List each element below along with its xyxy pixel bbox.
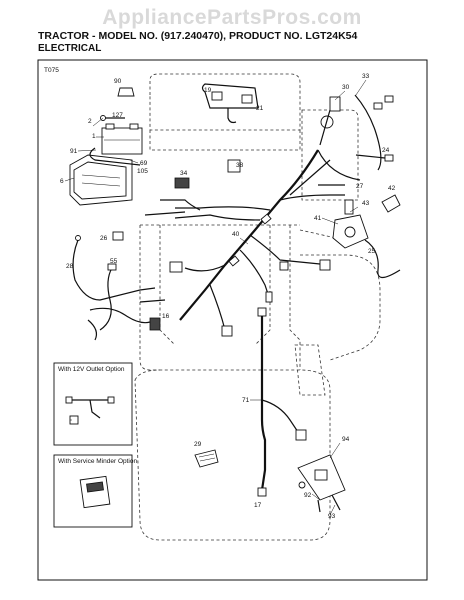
- label-38: 38: [236, 162, 244, 169]
- label-69: 69: [140, 160, 148, 167]
- inset-outlet-title: With 12V Outlet Option: [58, 366, 125, 373]
- label-19: 19: [204, 87, 212, 94]
- label-6: 6: [60, 178, 64, 185]
- label-29: 29: [194, 441, 202, 448]
- watermark-text: AppliancePartsPros.com: [102, 6, 362, 29]
- label-30: 30: [342, 84, 350, 91]
- label-26: 26: [100, 235, 108, 242]
- part-94-icon: [297, 454, 346, 501]
- section-title: ELECTRICAL: [38, 43, 102, 54]
- part-71-icon: [257, 307, 307, 497]
- label-27: 27: [356, 183, 364, 190]
- label-90: 90: [114, 78, 122, 85]
- part-28-icon: [72, 235, 156, 301]
- label-55: 55: [110, 258, 118, 265]
- part-55-icon: [99, 263, 117, 331]
- diagram-code: T075: [44, 67, 59, 74]
- battery-box-icon: [69, 154, 133, 206]
- label-93: 93: [328, 513, 336, 520]
- part-41-icon: [332, 199, 369, 249]
- part-38-icon: [227, 159, 241, 173]
- label-43: 43: [362, 200, 370, 207]
- label-42: 42: [388, 185, 396, 192]
- inset-minder-title: With Service Minder Option: [58, 458, 137, 465]
- label-71: 71: [242, 397, 250, 404]
- part-19-icon: [201, 83, 259, 124]
- main-wire-harness: [144, 109, 361, 337]
- part-30-icon: [320, 96, 341, 129]
- part-90-icon: [117, 87, 135, 97]
- part-33-icon: [354, 94, 394, 171]
- label-1: 1: [92, 133, 96, 140]
- label-16: 16: [162, 313, 170, 320]
- label-41: 41: [314, 215, 322, 222]
- label-91: 91: [70, 148, 78, 155]
- label-92: 92: [304, 492, 312, 499]
- part-29-icon: [194, 449, 219, 468]
- diagram-title: TRACTOR - MODEL NO. (917.240470), PRODUC…: [38, 30, 358, 42]
- label-127: 127: [112, 112, 123, 119]
- part-26-icon: [112, 231, 124, 241]
- tractor-outline: [134, 73, 381, 541]
- part-left-wires: [87, 261, 183, 341]
- part-24-icon: [355, 154, 394, 162]
- label-24: 24: [382, 147, 390, 154]
- label-2: 2: [88, 118, 92, 125]
- inset-12v-outlet: With 12V Outlet Option: [53, 362, 133, 446]
- label-105: 105: [137, 168, 148, 175]
- label-94: 94: [342, 436, 350, 443]
- battery-icon: [101, 123, 143, 155]
- inset-service-minder: With Service Minder Option: [53, 454, 137, 528]
- part-42-icon: [381, 194, 401, 213]
- part-25-icon: [364, 239, 401, 279]
- label-17: 17: [254, 502, 262, 509]
- label-33: 33: [362, 73, 370, 80]
- label-21: 21: [256, 105, 264, 112]
- part-34-icon: [174, 177, 190, 189]
- label-25: 25: [368, 248, 376, 255]
- part-92-93-icon: [298, 481, 341, 513]
- label-40: 40: [232, 231, 240, 238]
- label-34: 34: [180, 170, 188, 177]
- label-28: 28: [66, 263, 74, 270]
- diagram-frame: [37, 59, 428, 581]
- leader-lines: [64, 79, 367, 516]
- part-16-icon: [149, 317, 161, 331]
